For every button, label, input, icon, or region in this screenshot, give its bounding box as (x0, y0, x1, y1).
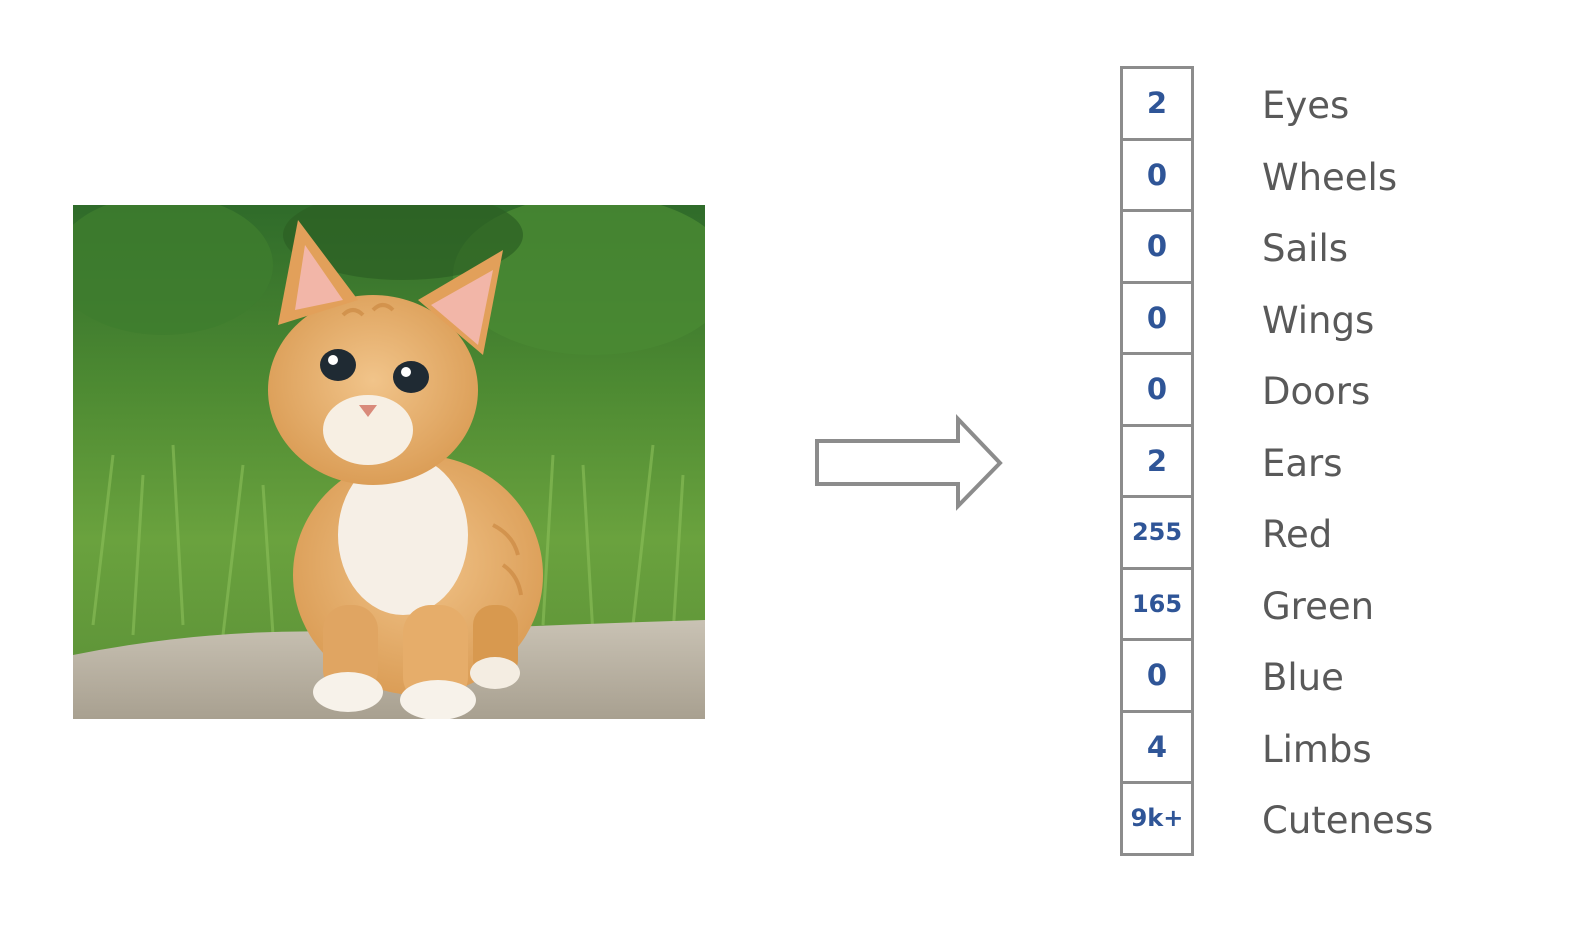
vector-cell-blue: 0 (1120, 641, 1194, 713)
right-arrow-icon (812, 414, 1007, 512)
vector-cell-red: 255 (1120, 498, 1194, 570)
feature-label-wings: Wings (1262, 298, 1375, 342)
feature-label-doors: Doors (1262, 370, 1371, 414)
feature-label-limbs: Limbs (1262, 727, 1372, 771)
feature-vector: 2 0 0 0 0 2 255 165 0 4 9k+ (1120, 66, 1194, 856)
vector-cell-limbs: 4 (1120, 712, 1194, 784)
vector-cell-doors: 0 (1120, 355, 1194, 427)
feature-label-red: Red (1262, 513, 1333, 557)
feature-label-eyes: Eyes (1262, 84, 1350, 128)
vector-cell-ears: 2 (1120, 426, 1194, 498)
feature-label-sails: Sails (1262, 227, 1348, 271)
vector-cell-wings: 0 (1120, 283, 1194, 355)
feature-label-wheels: Wheels (1262, 155, 1398, 199)
vector-cell-sails: 0 (1120, 212, 1194, 284)
feature-label-ears: Ears (1262, 441, 1343, 485)
feature-label-green: Green (1262, 584, 1375, 628)
vector-cell-green: 165 (1120, 569, 1194, 641)
vector-cell-eyes: 2 (1120, 66, 1194, 141)
kitten-photo (73, 205, 705, 719)
vector-cell-wheels: 0 (1120, 140, 1194, 212)
feature-label-blue: Blue (1262, 656, 1344, 700)
feature-label-cuteness: Cuteness (1262, 799, 1434, 843)
vector-cell-cuteness: 9k+ (1120, 784, 1194, 856)
arrow-outline (815, 414, 1003, 511)
feature-labels: Eyes Wheels Sails Wings Doors Ears Red G… (1262, 70, 1433, 857)
